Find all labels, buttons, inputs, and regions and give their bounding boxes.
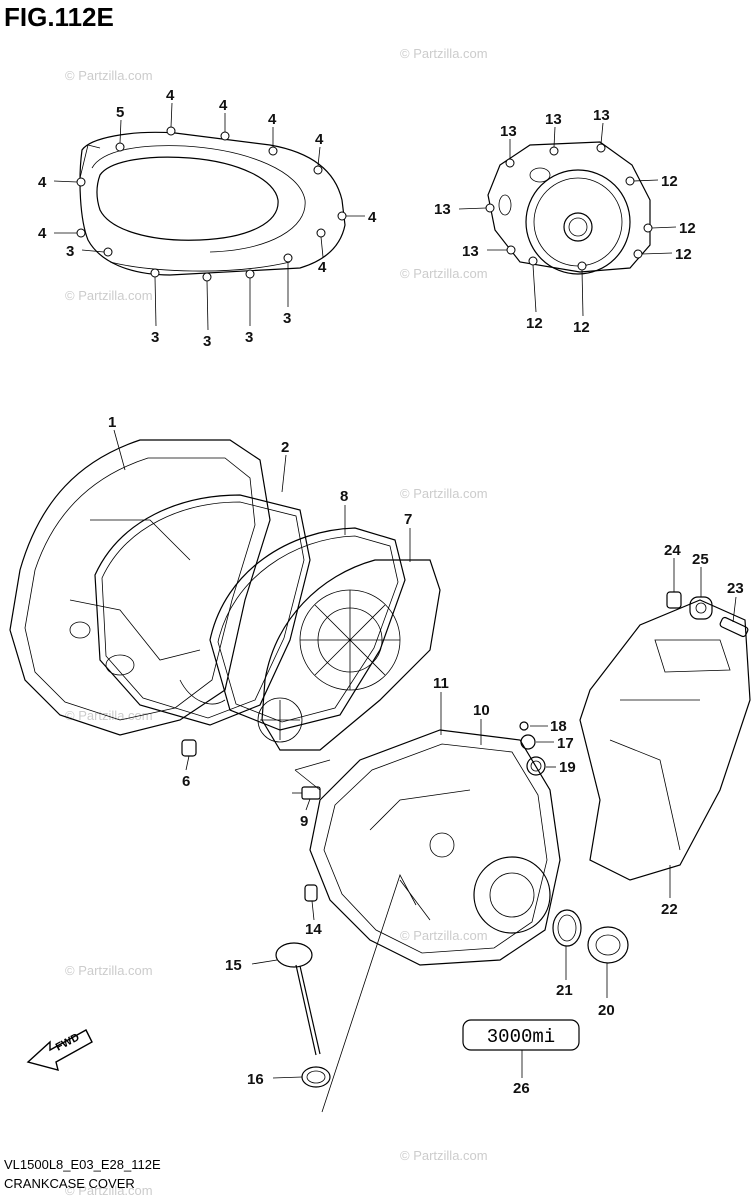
figure-title: FIG.112E xyxy=(4,2,114,32)
callout: 3 xyxy=(245,329,253,346)
watermark: © Partzilla.com xyxy=(65,1183,153,1198)
callout: 3 xyxy=(203,333,211,350)
watermark: © Partzilla.com xyxy=(65,68,153,83)
callout: 2 xyxy=(281,439,289,456)
callout: 4 xyxy=(268,111,277,128)
callout: 13 xyxy=(462,243,479,260)
watermark: © Partzilla.com xyxy=(400,266,488,281)
mileage-text: 3000mi xyxy=(487,1026,555,1048)
callout: 3 xyxy=(283,310,291,327)
callout: 12 xyxy=(661,173,678,190)
callout: 4 xyxy=(166,87,175,104)
dowel-6 xyxy=(181,739,197,757)
leader xyxy=(294,759,331,791)
crankcase-cover-main xyxy=(9,439,271,736)
callout: 9 xyxy=(300,813,308,830)
callout: 22 xyxy=(661,901,678,918)
callout: 10 xyxy=(473,702,490,719)
callout: 18 xyxy=(550,718,567,735)
dipstick-15 xyxy=(275,942,321,1056)
leader-lines xyxy=(53,102,737,1079)
clutch-cover xyxy=(309,729,561,966)
generator-cover xyxy=(485,141,653,275)
callout: 23 xyxy=(727,580,744,597)
callout: 19 xyxy=(559,759,576,776)
screw-group xyxy=(76,126,347,282)
callout: 13 xyxy=(593,107,610,124)
callout: 4 xyxy=(219,97,228,114)
watermark: © Partzilla.com xyxy=(400,486,488,501)
callout: 20 xyxy=(598,1002,615,1019)
callout: 17 xyxy=(557,735,574,752)
watermark: © Partzilla.com xyxy=(65,288,153,303)
fastener-24 xyxy=(666,591,682,609)
callout: 12 xyxy=(679,220,696,237)
callout: 15 xyxy=(225,957,242,974)
callout: 14 xyxy=(305,921,322,938)
watermark: © Partzilla.com xyxy=(400,928,488,943)
callout: 12 xyxy=(675,246,692,263)
bolt-9 xyxy=(292,786,321,800)
bolt-23 xyxy=(719,616,749,638)
callout: 13 xyxy=(545,111,562,128)
callout: 4 xyxy=(368,209,377,226)
plate-7 xyxy=(257,559,441,751)
plug-20 xyxy=(587,926,629,964)
callout: 3 xyxy=(66,243,74,260)
callout: 4 xyxy=(38,225,47,242)
watermarks: © Partzilla.com © Partzilla.com © Partzi… xyxy=(65,46,488,1198)
outer-cover-left xyxy=(76,126,347,282)
screw-group xyxy=(485,143,653,271)
callout: 8 xyxy=(340,488,348,505)
dowel-14 xyxy=(304,884,318,902)
cover-22 xyxy=(579,599,751,881)
watermark: © Partzilla.com xyxy=(400,1148,488,1163)
watermark: © Partzilla.com xyxy=(65,963,153,978)
parts-17-19 xyxy=(519,721,546,776)
callout: 1 xyxy=(108,414,116,431)
callout: 7 xyxy=(404,511,412,528)
callout: 11 xyxy=(433,675,449,692)
callout-labels: 5 4 4 4 4 4 4 4 3 3 3 3 3 4 13 13 13 12 … xyxy=(38,87,744,1097)
callout: 12 xyxy=(526,315,543,332)
oring-21 xyxy=(552,909,582,947)
figure-name: CRANKCASE COVER xyxy=(4,1176,135,1191)
figure-code: VL1500L8_E03_E28_112E xyxy=(4,1157,161,1172)
mileage-label-26: 3000mi xyxy=(462,1019,580,1051)
callout: 4 xyxy=(38,174,47,191)
watermark: © Partzilla.com xyxy=(400,46,488,61)
callout: 25 xyxy=(692,551,709,568)
callout: 4 xyxy=(315,131,324,148)
gasket-2 xyxy=(94,494,311,726)
callout: 16 xyxy=(247,1071,264,1088)
fwd-arrow-icon: FWD xyxy=(26,1029,93,1071)
callout: 21 xyxy=(556,982,573,999)
callout: 3 xyxy=(151,329,159,346)
callout: 6 xyxy=(182,773,190,790)
callout: 12 xyxy=(573,319,590,336)
oring-16 xyxy=(301,1066,331,1088)
callout: 5 xyxy=(116,104,124,121)
leader xyxy=(321,873,417,1113)
callout: 26 xyxy=(513,1080,530,1097)
callout: 4 xyxy=(318,259,327,276)
callout: 24 xyxy=(664,542,681,559)
callout: 13 xyxy=(434,201,451,218)
callout: 13 xyxy=(500,123,517,140)
watermark: © Partzilla.com xyxy=(65,708,153,723)
gasket-8 xyxy=(209,527,406,731)
